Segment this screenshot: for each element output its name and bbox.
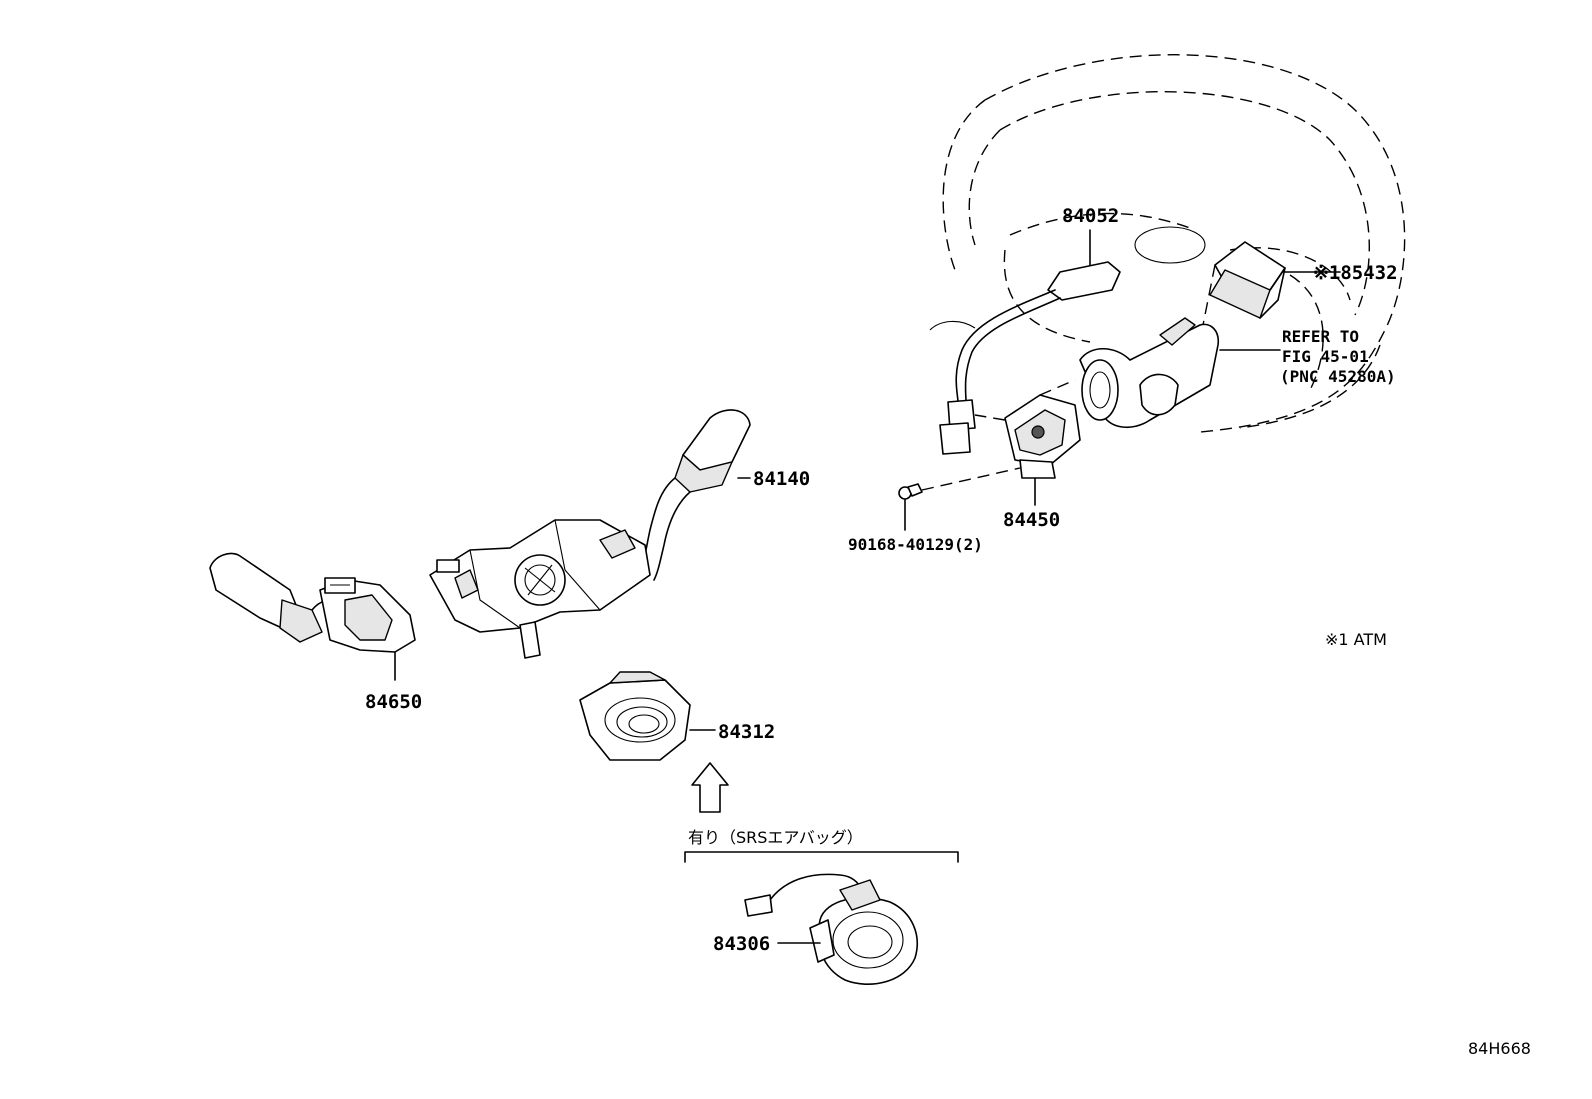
part-number-84650: 84650 (365, 691, 422, 713)
part-number-84312: 84312 (718, 721, 775, 743)
part-84052-horn-cable (929, 226, 1206, 455)
part-84306-spiral-cable-srs (744, 873, 919, 985)
part-90168-screw (898, 467, 1021, 531)
refer-line-2: FIG 45-01 (1282, 347, 1369, 366)
refer-line-1: REFER TO (1282, 327, 1359, 346)
part-number-84306: 84306 (713, 933, 770, 955)
steering-lock-cylinder (1079, 317, 1281, 429)
steering-wheel-outline (942, 54, 1406, 433)
part-84312-spiral-cable (579, 671, 729, 813)
part-85432-shift-lock (1199, 241, 1341, 341)
atm-note: ※1 ATM (1325, 630, 1387, 649)
part-84140-combination-switch (429, 409, 751, 659)
part-number-84052: 84052 (1062, 205, 1119, 227)
part-number-90168: 90168-40129(2) (848, 535, 983, 554)
refer-line-3: (PNC 45280A) (1280, 367, 1396, 386)
part-number-84450: 84450 (1003, 509, 1060, 531)
optional-group-label: 有り（SRSエアバッグ） (688, 828, 863, 847)
part-number-84140: 84140 (753, 468, 810, 490)
figure-code: 84H668 (1468, 1039, 1531, 1058)
part-number-85432: ※185432 (1313, 262, 1398, 284)
part-84650-wiper-switch (209, 552, 416, 681)
optional-group-bracket (684, 851, 959, 863)
part-84450-ignition-switch (974, 379, 1081, 506)
